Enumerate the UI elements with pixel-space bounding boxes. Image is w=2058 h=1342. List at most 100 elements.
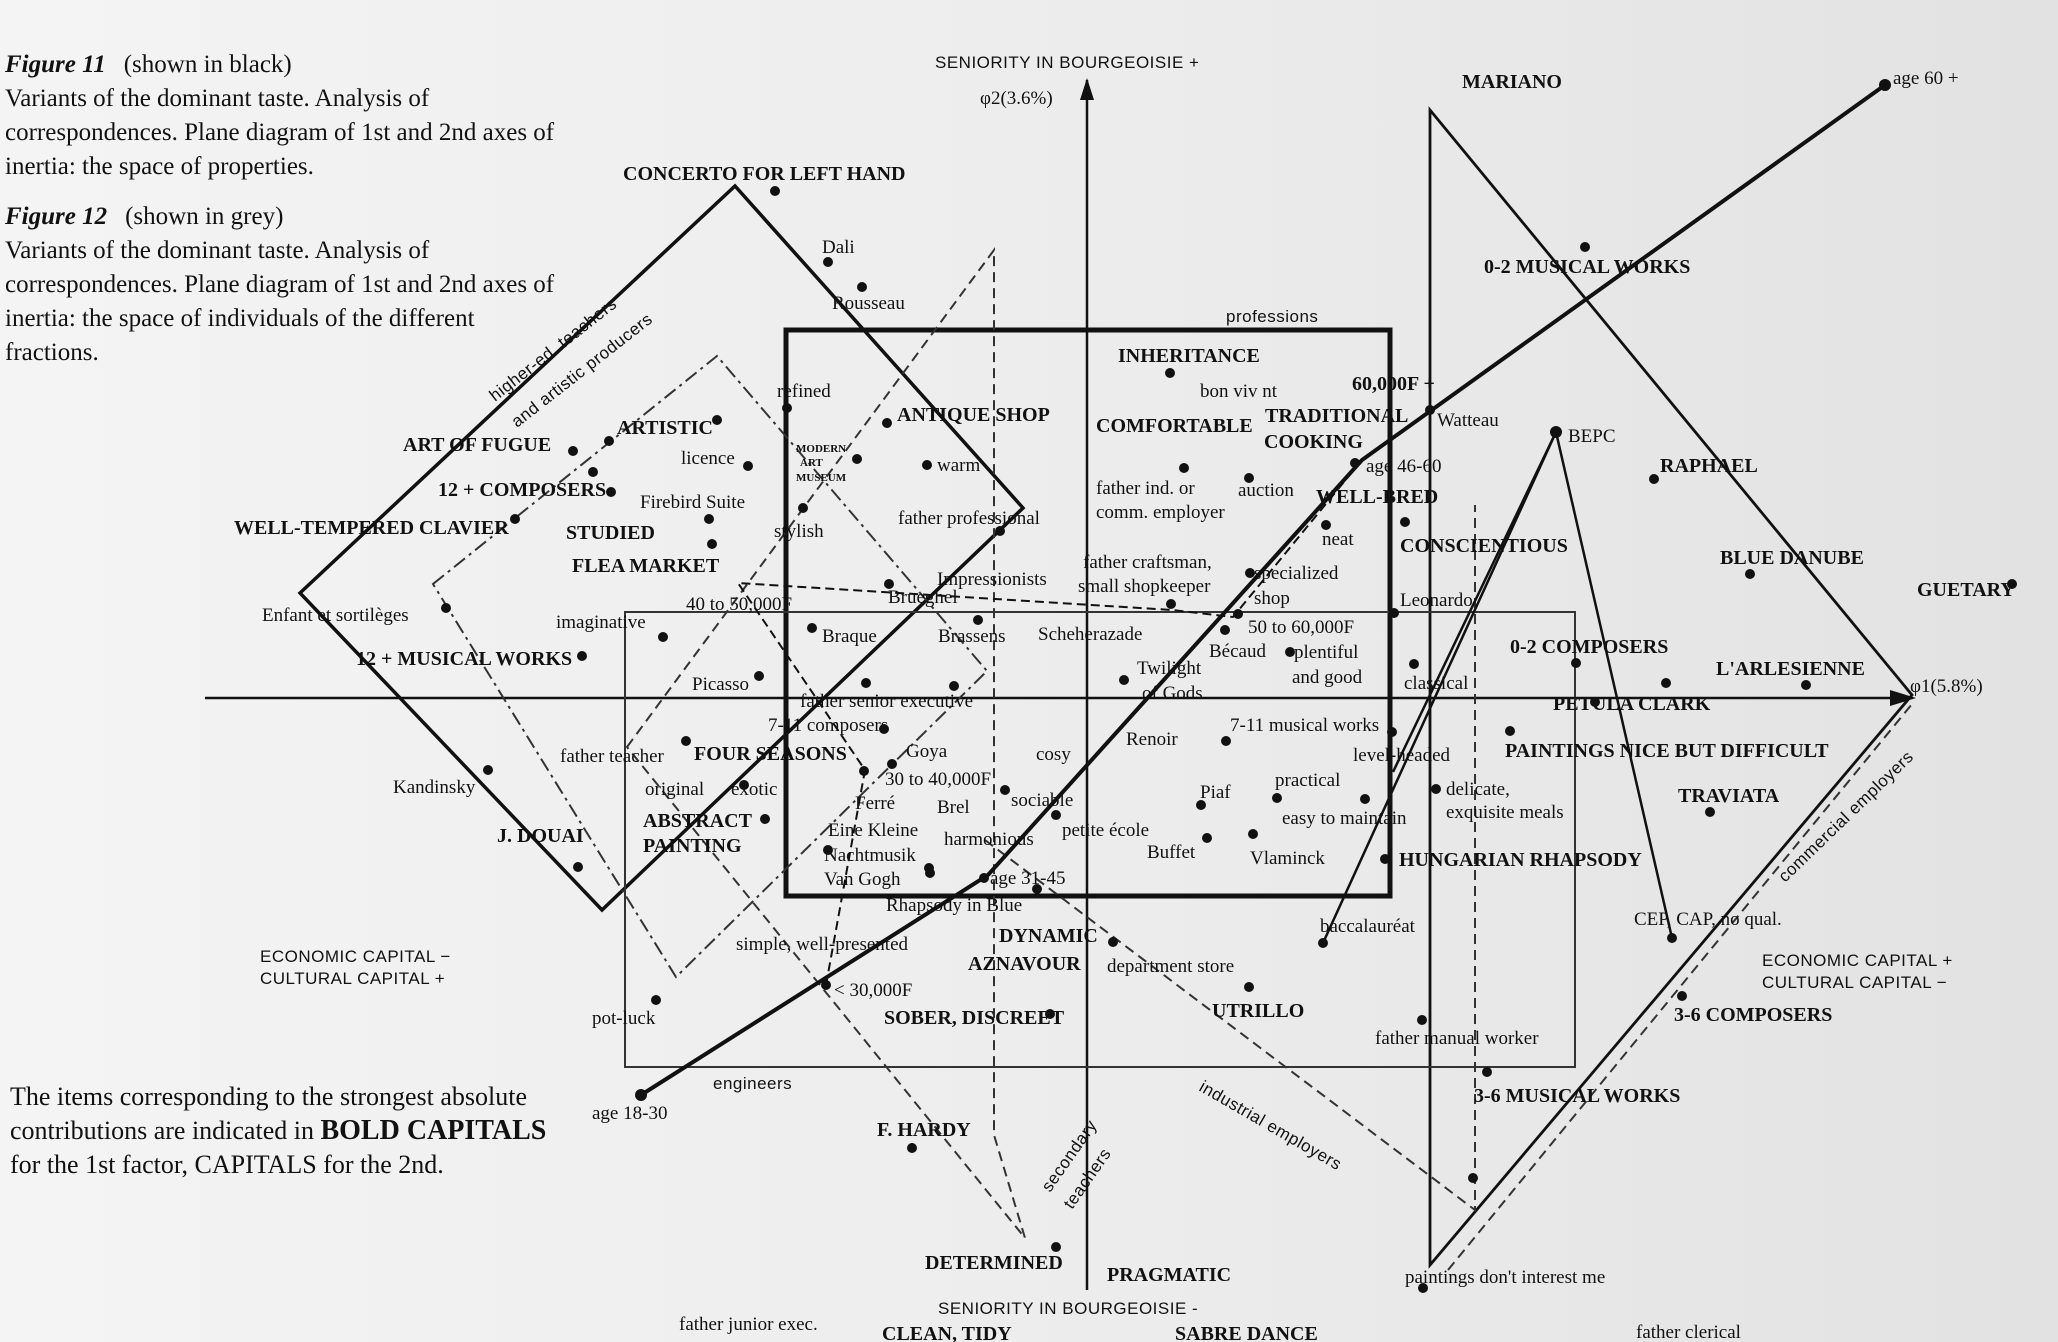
legend-line-2: for the 1st factor, <box>10 1150 189 1179</box>
item-rhapsody-blue: Rhapsody in Blue <box>886 895 1022 916</box>
commercial-employers-triangle <box>1428 106 1914 1269</box>
item-guetary: GUETARY <box>1917 579 2015 601</box>
item-composers-3-6: 3-6 COMPOSERS <box>1674 1004 1832 1026</box>
item-traviata: TRAVIATA <box>1678 785 1780 807</box>
figure-12-text: Variants of the dominant taste. Analysis… <box>5 237 555 366</box>
item-renoir: Renoir <box>1126 729 1178 750</box>
item-eine-kleine-1: Eine Kleine <box>828 820 918 841</box>
item-licence: licence <box>681 448 735 469</box>
income-30-40-label: 30 to 40,000F <box>885 769 991 790</box>
income-50-60-label: 50 to 60,000F <box>1248 617 1354 638</box>
item-dynamic: DYNAMIC <box>999 925 1098 947</box>
axis-1-label: φ1(5.8%) <box>1910 676 1983 697</box>
item-easy-maintain: easy to maintain <box>1282 808 1407 829</box>
income-60-label: 60,000F + <box>1352 373 1435 395</box>
item-warm: warm <box>937 455 980 476</box>
item-cooking: COOKING <box>1264 431 1363 453</box>
cult-capital-plus-label: CULTURAL CAPITAL + <box>260 969 445 988</box>
item-father-teacher: father teacher <box>560 746 665 767</box>
item-f-hardy: F. HARDY <box>877 1119 971 1141</box>
item-larlesienne: L'ARLESIENNE <box>1716 658 1865 680</box>
item-refined: refined <box>777 381 831 402</box>
item-twilight-2: of Gods <box>1142 683 1203 704</box>
cult-capital-minus-label: CULTURAL CAPITAL − <box>1762 973 1947 992</box>
item-conscientious: CONSCIENTIOUS <box>1400 535 1568 557</box>
item-paintings-dont: paintings don't interest me <box>1405 1267 1605 1288</box>
professions-label: professions <box>1226 307 1318 326</box>
item-sober: SOBER, DISCREET <box>884 1007 1065 1029</box>
item-museum: MUSEUM <box>796 472 847 484</box>
horizontal-axis-arrow <box>1890 690 1916 706</box>
item-braque: Braque <box>822 626 877 647</box>
item-father-craftsman-1: father craftsman, <box>1083 552 1212 573</box>
item-father-craftsman-2: small shopkeeper <box>1078 576 1211 597</box>
item-four-seasons: FOUR SEASONS <box>694 743 847 765</box>
figure-11-number: Figure 11 <box>5 51 106 78</box>
item-father-manual: father manual worker <box>1375 1028 1539 1049</box>
item-exotic: exotic <box>731 779 777 800</box>
item-specialized-1: specialized <box>1254 563 1339 584</box>
item-father-ind-2: comm. employer <box>1096 502 1225 523</box>
item-studied: STUDIED <box>566 522 655 544</box>
item-composers-12: 12 + COMPOSERS <box>438 479 606 501</box>
item-imaginative: imaginative <box>556 612 646 633</box>
vertical-axis-arrow <box>1080 78 1094 100</box>
item-firebird: Firebird Suite <box>640 492 745 513</box>
item-blue-danube: BLUE DANUBE <box>1720 547 1864 569</box>
item-goya: Goya <box>906 741 948 762</box>
item-specialized-2: shop <box>1254 588 1290 609</box>
item-aznavour: AZNAVOUR <box>968 953 1081 975</box>
age-18-30-label: age 18-30 <box>592 1103 667 1124</box>
item-modern: MODERN <box>796 443 846 455</box>
item-delicate-2: exquisite meals <box>1446 802 1564 823</box>
item-watteau: Watteau <box>1437 410 1499 431</box>
item-mariano: MARIANO <box>1462 71 1562 93</box>
legend-line-3: CAPITALS for the 2nd. <box>194 1150 444 1179</box>
item-traditional: TRADITIONAL <box>1265 405 1408 427</box>
item-musical-3-6: 3-6 MUSICAL WORKS <box>1474 1085 1680 1107</box>
item-level-headed: level-headed <box>1353 745 1451 766</box>
item-antique-shop: ANTIQUE SHOP <box>897 404 1050 426</box>
figure-11-caption: Figure 11(shown in black) Variants of th… <box>5 48 565 184</box>
item-musical-7-11: 7-11 musical works <box>1230 715 1379 736</box>
item-rousseau: Rousseau <box>832 293 905 314</box>
item-abstract-1: ABSTRACT <box>643 810 753 832</box>
item-father-ind-1: father ind. or <box>1096 478 1195 499</box>
item-petite-ecole: petite école <box>1062 820 1149 841</box>
item-plentiful-1: plentiful <box>1294 642 1358 663</box>
commercial-employers-label: commercial employers <box>1775 747 1918 886</box>
item-auction: auction <box>1238 480 1294 501</box>
item-brueghel: Brueghel <box>888 587 958 608</box>
engineers-box <box>624 611 1576 1068</box>
item-petula: PETULA CLARK <box>1553 693 1711 715</box>
item-well-tempered: WELL-TEMPERED CLAVIER <box>234 517 509 539</box>
age-31-45-label: age 31-45 <box>990 868 1065 889</box>
item-eine-kleine-2: Nachtmusik <box>824 845 916 866</box>
item-harmonious: harmonious <box>944 829 1034 850</box>
item-inheritance: INHERITANCE <box>1118 345 1260 367</box>
item-department-store: department store <box>1107 956 1234 977</box>
bepc-label: BEPC <box>1568 426 1616 447</box>
income-40-50-label: 40 to 50,000F <box>686 594 792 615</box>
cep-label: CEP, CAP, no qual. <box>1634 909 1782 930</box>
commercial-employers-region <box>1447 703 1913 1271</box>
item-practical: practical <box>1275 770 1340 791</box>
item-raphael: RAPHAEL <box>1660 455 1758 477</box>
item-comfortable: COMFORTABLE <box>1096 415 1253 437</box>
item-art-of-fugue: ART OF FUGUE <box>403 434 551 456</box>
item-plentiful-2: and good <box>1292 667 1363 688</box>
item-piaf: Piaf <box>1200 782 1231 803</box>
item-twilight-1: Twilight <box>1137 658 1202 679</box>
item-simple: simple, well-presented <box>736 934 909 955</box>
item-picasso: Picasso <box>692 674 749 695</box>
item-classical: classical <box>1404 673 1468 694</box>
item-paintings-nice: PAINTINGS NICE BUT DIFFICULT <box>1505 740 1829 762</box>
item-neat: neat <box>1322 529 1354 550</box>
item-brel: Brel <box>937 797 970 818</box>
industrial-employers-region <box>984 505 1476 1213</box>
figure-11-note: (shown in black) <box>123 51 292 78</box>
axis-2-label: φ2(3.6%) <box>980 88 1053 109</box>
seniority-bottom-label: SENIORITY IN BOURGEOISIE - <box>938 1299 1198 1318</box>
item-father-professional: father professional <box>898 508 1040 529</box>
